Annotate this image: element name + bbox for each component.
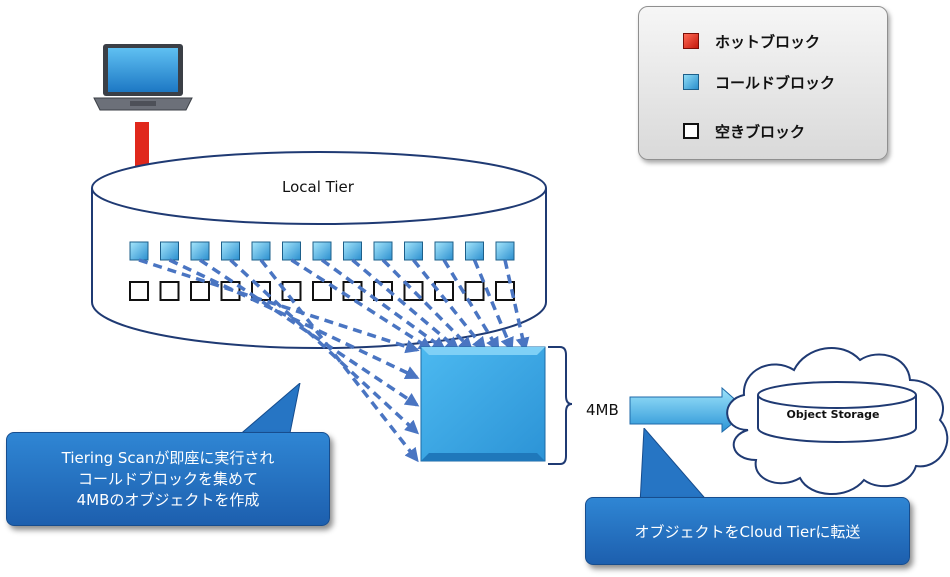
legend-label: コールドブロック (715, 73, 836, 92)
cold-block (221, 241, 240, 261)
free-block (495, 281, 515, 301)
legend-label: ホットブロック (715, 32, 821, 51)
dashed-arrow (229, 258, 420, 435)
scan-callout-line: 4MBのオブジェクトを作成 (76, 490, 260, 509)
dashed-arrow (320, 258, 447, 351)
cold-block (465, 241, 484, 261)
cold-blocks (129, 241, 515, 261)
cold-block (312, 241, 332, 261)
cold-block (343, 241, 362, 261)
free-block-swatch-icon (683, 123, 699, 139)
object-storage-cylinder (757, 381, 917, 443)
cold-block (434, 241, 454, 261)
cold-block (190, 241, 210, 261)
object-size-label: 4MB (586, 401, 619, 419)
callout-right-tail (639, 428, 712, 505)
free-block (373, 281, 393, 301)
object-block (420, 346, 546, 462)
free-block (129, 281, 149, 301)
free-block (464, 281, 485, 301)
callout-left-tail (229, 383, 301, 443)
cold-block (373, 241, 393, 261)
legend-item-cold: コールドブロック (683, 71, 835, 93)
dashed-arrow (290, 258, 433, 351)
dashed-arrow (381, 258, 473, 351)
cold-block (495, 241, 515, 261)
dashed-arrow (199, 258, 420, 407)
object-storage-label: Object Storage (787, 408, 880, 421)
dashed-arrow (138, 258, 420, 354)
scan-callout: Tiering Scanが即座に実行され コールドブロックを集めて 4MBのオブ… (6, 432, 330, 526)
dashed-arrow (442, 259, 500, 352)
scan-callout-line: コールドブロックを集めて (77, 469, 258, 488)
cold-block (129, 241, 149, 261)
transfer-callout: オブジェクトをCloud Tierに転送 (585, 497, 910, 565)
dashed-arrow (503, 259, 530, 352)
scan-callout-line: Tiering Scanが即座に実行され (61, 448, 275, 467)
cold-block (251, 241, 271, 261)
free-block (342, 281, 363, 301)
legend-label: 空きブロック (715, 122, 806, 141)
size-brace (548, 346, 573, 465)
dashed-arrow (412, 258, 487, 352)
laptop-icon (93, 44, 193, 111)
local-tier-label: Local Tier (282, 178, 355, 196)
cold-block (404, 241, 423, 261)
dashed-arrow (259, 258, 419, 463)
free-block (190, 281, 210, 301)
legend-item-hot: ホットブロック (683, 30, 820, 52)
hot-block-swatch-icon (683, 33, 699, 49)
dashed-arrows (138, 258, 530, 463)
legend-item-free: 空きブロック (683, 120, 805, 142)
legend: ホットブロック コールドブロック 空きブロック (638, 6, 888, 160)
cold-block (282, 241, 301, 261)
cold-block (160, 241, 179, 261)
cold-block-swatch-icon (683, 74, 699, 90)
dashed-arrow (168, 258, 420, 380)
dashed-arrow (472, 259, 514, 352)
free-block (159, 281, 180, 301)
transfer-callout-text: オブジェクトをCloud Tierに転送 (634, 522, 861, 541)
dashed-arrow (351, 258, 460, 351)
free-block (312, 281, 332, 301)
